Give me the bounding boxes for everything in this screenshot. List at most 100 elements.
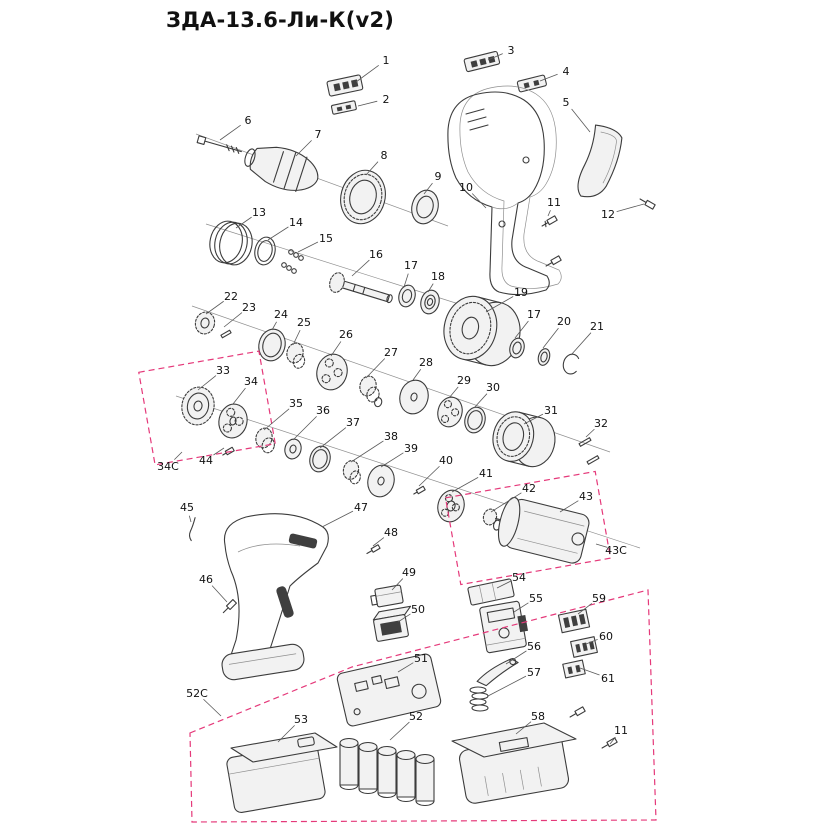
leader-line-34C — [174, 451, 183, 460]
leader-line-8 — [365, 161, 379, 176]
part-48-screw — [366, 544, 381, 555]
leader-line-13 — [235, 216, 252, 229]
part-43-motor — [494, 496, 590, 564]
leader-line-12 — [616, 203, 645, 212]
leader-line-55 — [513, 602, 529, 613]
part-label-17: 17 — [404, 259, 418, 272]
leader-line-10 — [471, 193, 487, 209]
part-59-terminal-block — [557, 608, 591, 634]
part-55-trigger-switch — [479, 600, 529, 654]
part-label-18: 18 — [431, 270, 445, 283]
part-label-10: 10 — [459, 181, 473, 194]
part-28-disc — [399, 379, 429, 415]
part-10-housing — [447, 85, 562, 296]
part-label-41: 41 — [479, 467, 493, 480]
leader-line-61 — [579, 667, 600, 676]
leader-line-11 — [609, 736, 616, 745]
group-box-34C — [138, 350, 276, 466]
leader-line-29 — [448, 386, 459, 399]
leader-line-54 — [496, 580, 512, 589]
part-61-terminal-block — [562, 659, 586, 679]
leader-line-37 — [319, 427, 347, 449]
part-label-31: 31 — [544, 404, 558, 417]
part-label-12: 12 — [601, 208, 615, 221]
leader-line-26 — [330, 341, 342, 357]
part-16-output-shaft — [329, 272, 393, 304]
leader-line-22 — [205, 300, 224, 315]
part-31-ring-gear-cup — [492, 411, 556, 468]
part-label-11: 11 — [547, 196, 561, 209]
part-label-43C: 43C — [605, 544, 627, 557]
part-41-planet-carrier — [437, 489, 465, 523]
leader-line-1 — [355, 64, 379, 83]
part-label-35: 35 — [289, 397, 303, 410]
leader-line-38 — [350, 440, 384, 463]
part-label-22: 22 — [224, 290, 238, 303]
part-label-40: 40 — [439, 454, 453, 467]
leader-line-31 — [523, 413, 544, 425]
leader-line-4 — [539, 73, 558, 82]
part-6-screw — [196, 135, 242, 154]
leader-line-36 — [292, 416, 317, 441]
part-label-19: 19 — [514, 286, 528, 299]
part-label-16: 16 — [369, 248, 383, 261]
part-label-1: 1 — [383, 54, 390, 67]
leader-line-52 — [389, 721, 410, 741]
part-56-lever — [476, 658, 519, 687]
part-label-9: 9 — [435, 170, 442, 183]
leader-line-39 — [380, 452, 404, 468]
part-3-plate — [463, 50, 501, 73]
part-40-screw — [413, 485, 426, 495]
part-label-60: 60 — [599, 630, 613, 643]
part-label-43: 43 — [579, 490, 593, 503]
leader-line-30 — [473, 393, 488, 409]
leader-line-23 — [223, 312, 243, 328]
part-53-battery-pack — [226, 732, 338, 814]
part-label-54: 54 — [512, 571, 526, 584]
leader-line-7 — [295, 140, 312, 157]
part-4-plate — [516, 74, 547, 93]
part-label-52: 52 — [409, 710, 423, 723]
leader-line-17 — [403, 273, 409, 288]
leader-line-48 — [372, 537, 385, 547]
part-23-pin — [220, 329, 232, 339]
part-2-plate — [330, 100, 357, 115]
part-51-pcb — [336, 653, 442, 727]
leader-line-40 — [418, 465, 440, 487]
part-label-27: 27 — [384, 346, 398, 359]
leader-line-25 — [292, 329, 301, 346]
part-58-battery-housing — [451, 722, 577, 804]
leader-line-58 — [515, 721, 532, 735]
part-label-42: 42 — [522, 482, 536, 495]
leader-line-11 — [547, 210, 551, 217]
leader-line-50 — [397, 613, 411, 623]
part-label-26: 26 — [339, 328, 353, 341]
part-label-51: 51 — [414, 652, 428, 665]
part-33-gear-ring — [181, 386, 215, 426]
leader-line-33 — [197, 375, 217, 391]
part-30-ring — [464, 406, 486, 434]
part-label-56: 56 — [527, 640, 541, 653]
part-29-planet-carrier — [437, 396, 463, 428]
part-11-screw — [601, 737, 618, 749]
part-label-4: 4 — [563, 65, 570, 78]
part-57-spring — [469, 686, 489, 712]
leader-line-15 — [297, 241, 319, 253]
part-50-box — [372, 605, 412, 642]
part-11-screw — [545, 255, 562, 267]
part-35-gear-cluster — [255, 427, 275, 454]
part-27-gear-cluster — [359, 375, 383, 408]
part-25-gear-cluster — [286, 342, 306, 369]
part-label-34: 34 — [244, 375, 258, 388]
part-label-39: 39 — [404, 442, 418, 455]
part-label-59: 59 — [592, 592, 606, 605]
leader-line-6 — [219, 124, 241, 141]
part-47-handle-housing — [221, 513, 329, 681]
leader-line-3 — [487, 53, 503, 61]
part-37-ring — [309, 445, 331, 473]
part-label-17: 17 — [527, 308, 541, 321]
leader-line-45 — [188, 515, 192, 523]
part-label-29: 29 — [457, 374, 471, 387]
